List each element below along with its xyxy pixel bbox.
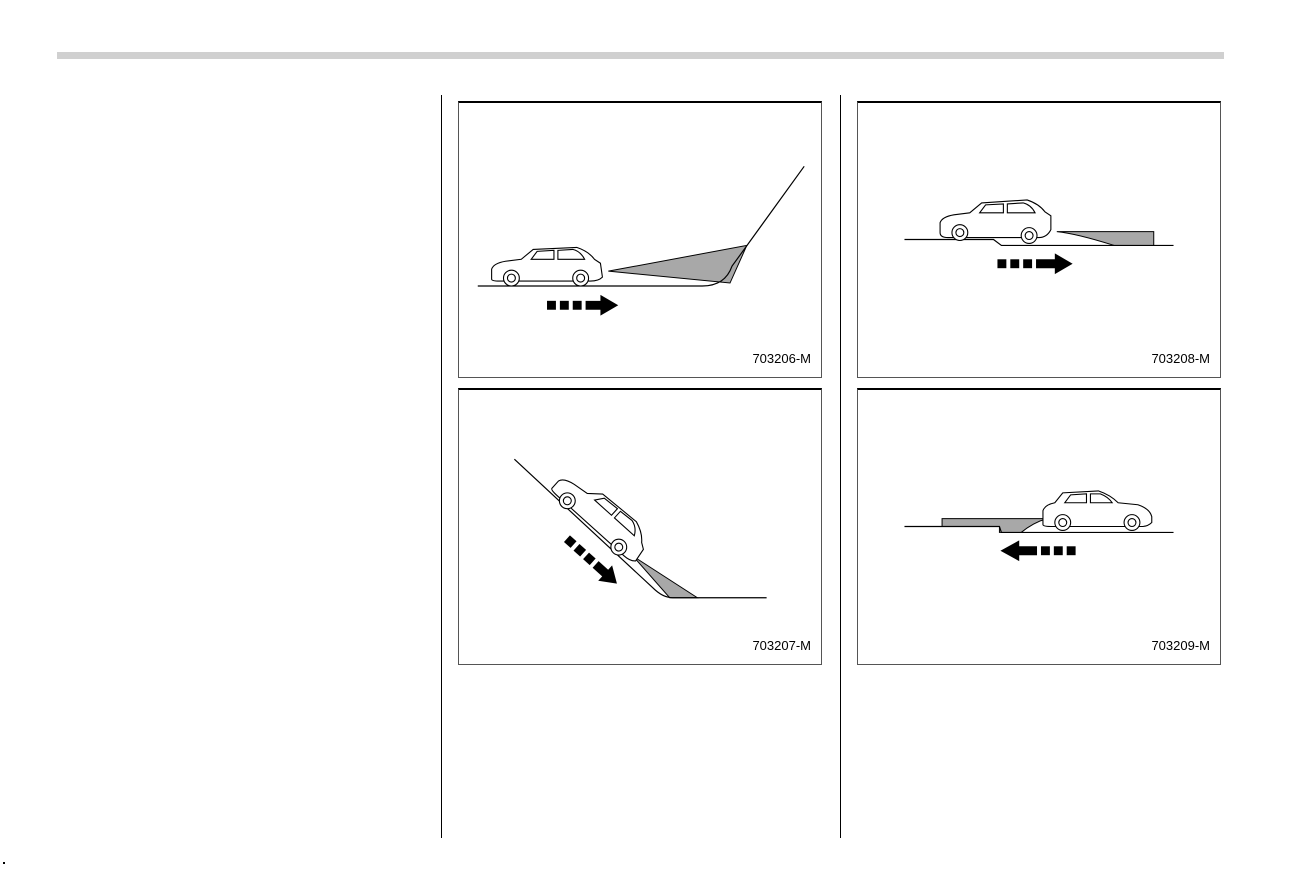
step-reverse-illustration [858,390,1220,664]
figure-code: 703207-M [752,638,811,653]
car-icon [547,465,655,568]
car-icon [940,200,1051,244]
figure-code: 703208-M [1151,351,1210,366]
header-rule [57,52,1224,59]
step-forward-illustration [858,103,1220,377]
column-divider-left [441,95,442,838]
forward-arrow-icon [997,253,1072,274]
figure-code: 703206-M [752,351,811,366]
reverse-arrow-icon [1000,540,1075,561]
figure-code: 703209-M [1151,638,1210,653]
downhill-descent-illustration [459,390,821,664]
forward-arrow-icon [547,295,618,316]
figure-step-reverse: 703209-M [857,388,1221,665]
column-divider-right [840,95,841,838]
page-corner-mark [3,862,5,864]
figure-uphill-approach: 703206-M [458,101,822,378]
car-icon [492,247,603,286]
car-icon [1043,491,1152,531]
figure-step-forward: 703208-M [857,101,1221,378]
uphill-approach-illustration [459,103,821,377]
figure-downhill-descent: 703207-M [458,388,822,665]
